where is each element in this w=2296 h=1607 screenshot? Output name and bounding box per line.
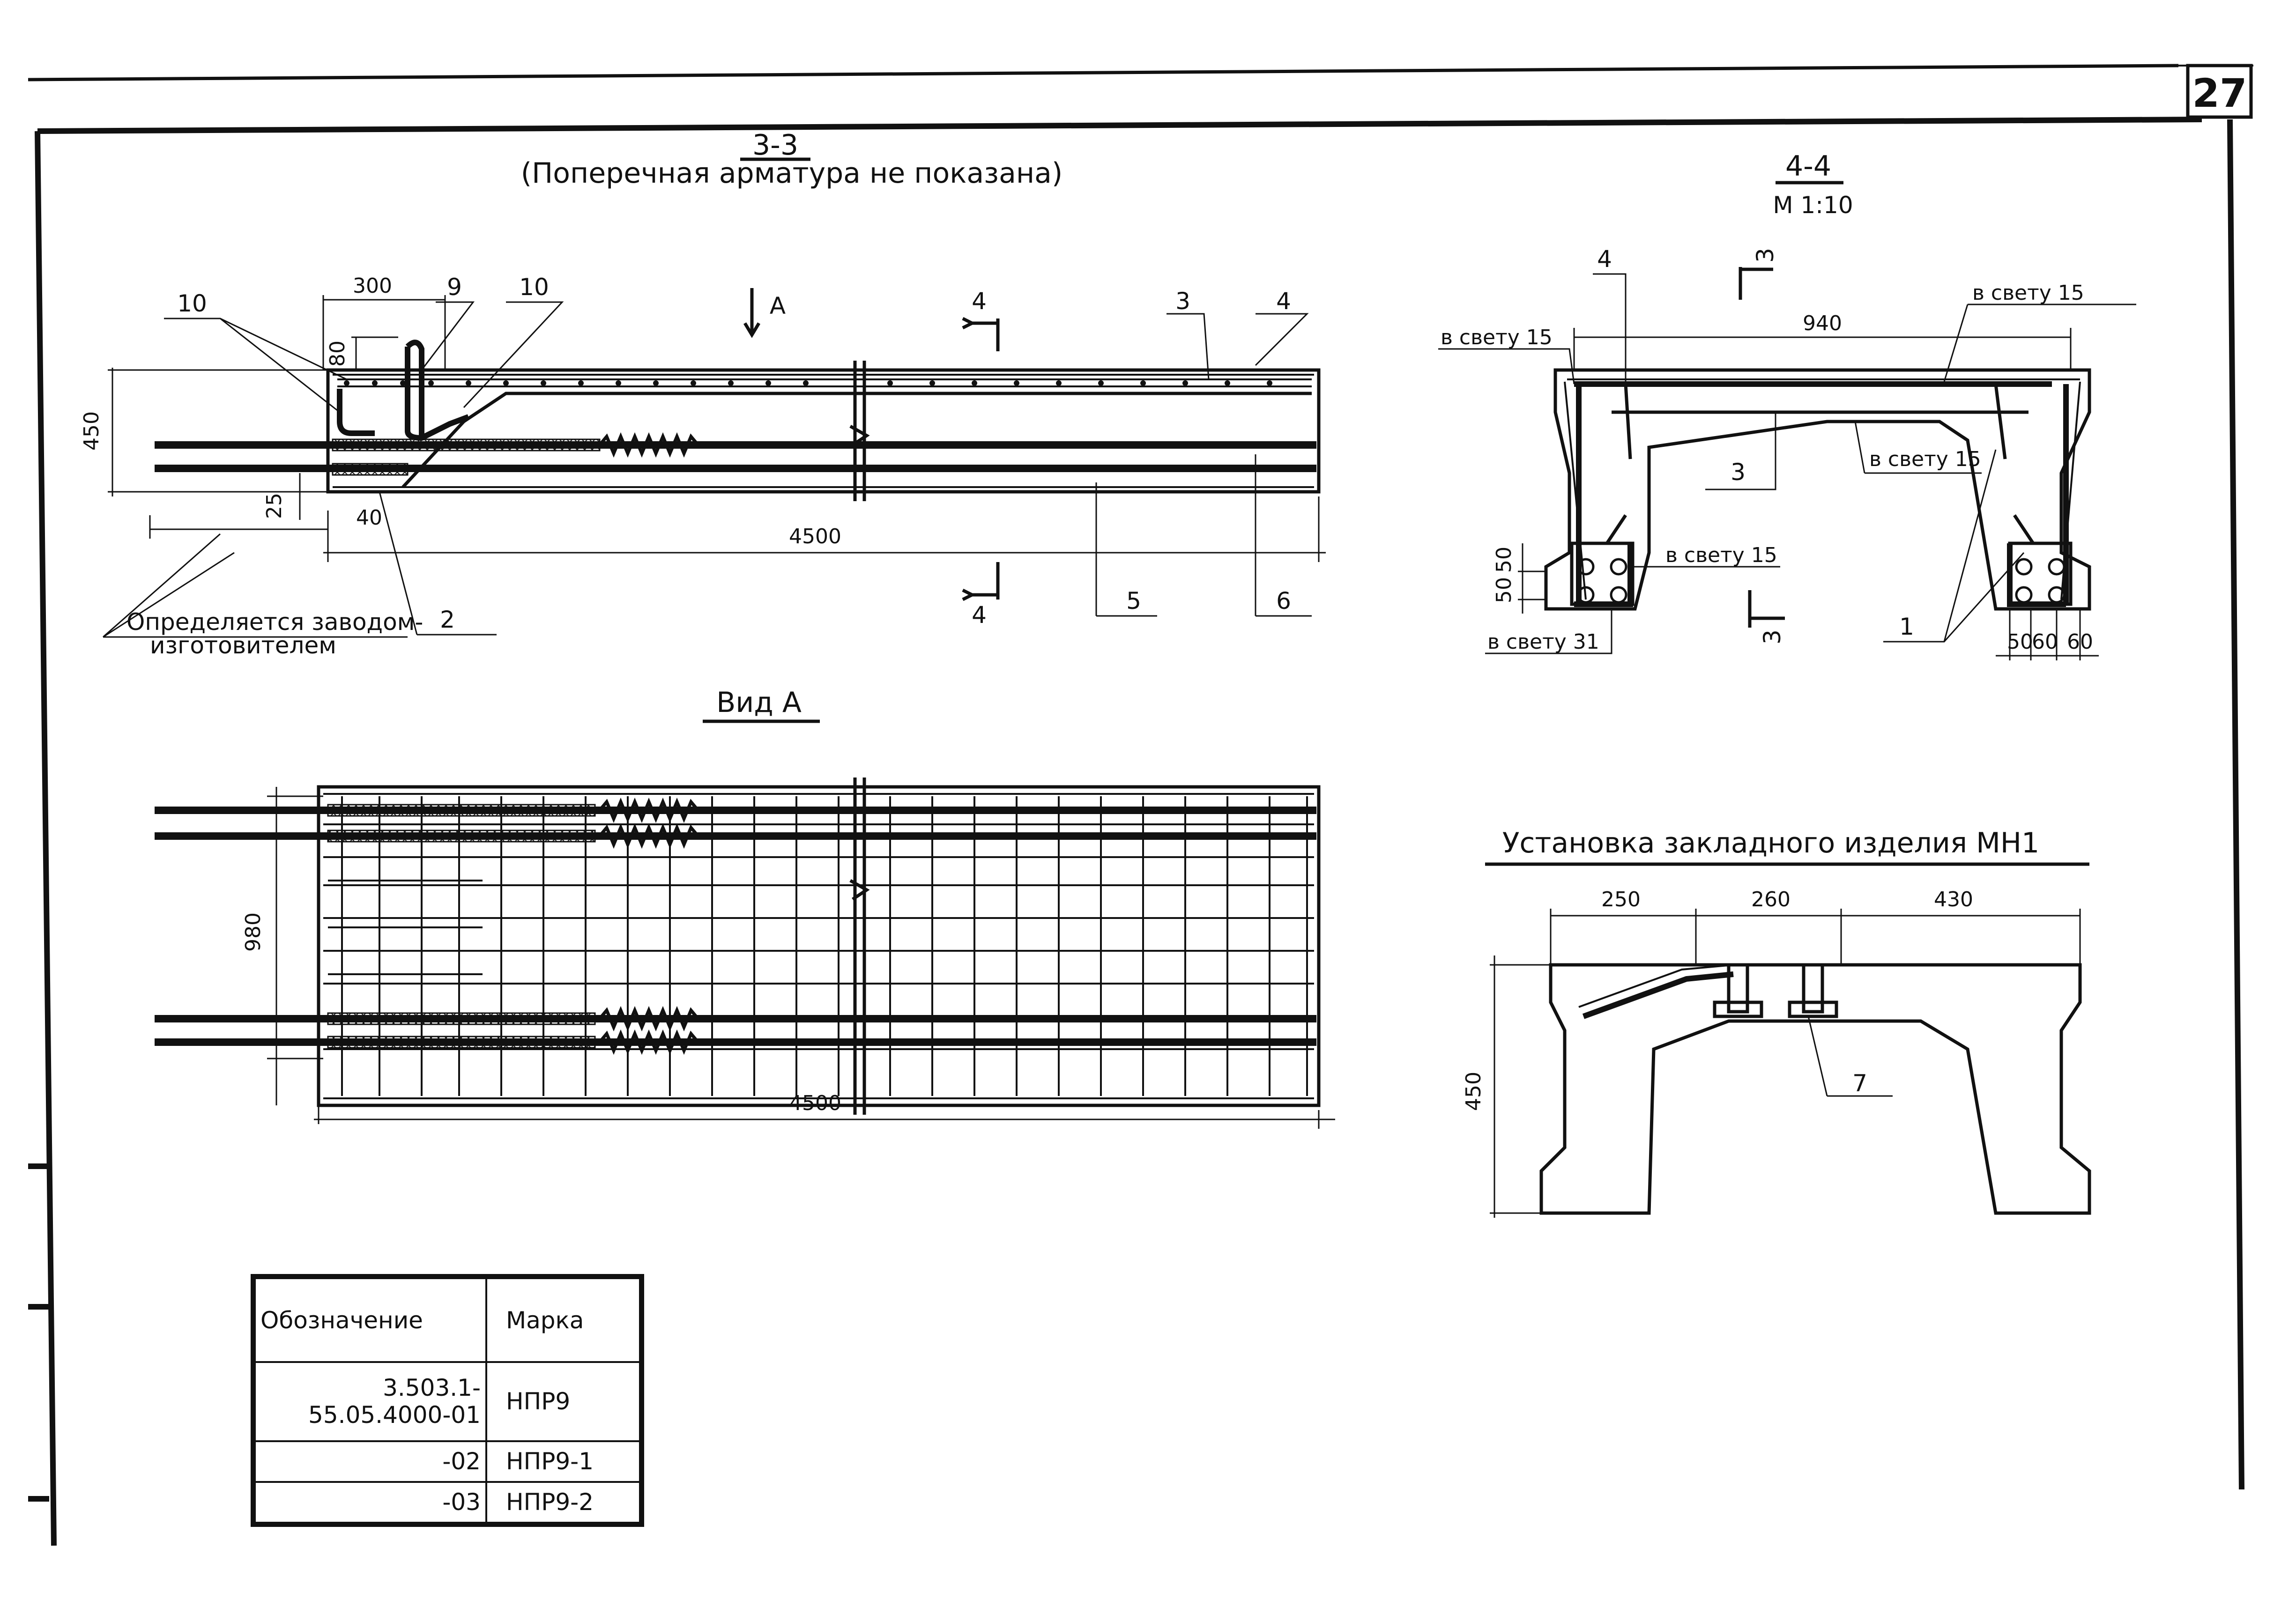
section-3-3-note: (Поперечная арматура не показана) [521, 157, 1063, 190]
section-3-3: 3-3 (Поперечная арматура не показана) [80, 129, 1326, 659]
row-mark: НПР9-1 [485, 1440, 641, 1483]
dim-50-b: 50 [1492, 577, 1516, 603]
dim-430: 430 [1934, 888, 1973, 911]
factory-note-line-1: Определяется заводом- [126, 608, 423, 636]
embed-mn1-outline [1539, 963, 2091, 1215]
callout-3: 3 [1175, 288, 1190, 315]
section-mark-4-top: 4 [972, 288, 987, 315]
view-a: Вид А 980 4500 [155, 686, 1335, 1129]
row-designation: 3.503.1-55.05.4000-01 [254, 1361, 487, 1442]
callout-7: 7 [1852, 1070, 1867, 1097]
embed-mn1: Установка закладного изделия МН1 250 260… [1462, 827, 2091, 1218]
spec-table-grid: Обозначение Марка 3.503.1-55.05.4000-01 … [254, 1277, 641, 1524]
row-designation: -02 [254, 1440, 487, 1483]
dim-60-a: 60 [2032, 630, 2058, 654]
callout-4-top: 4 [1276, 288, 1291, 315]
section-4-4-outline [1544, 368, 2091, 611]
table-header-row: Обозначение Марка [254, 1277, 641, 1363]
callout-5: 5 [1126, 587, 1141, 615]
dim-450-embed: 450 [1462, 1072, 1486, 1111]
section-4-4-scale: М 1:10 [1773, 192, 1853, 219]
section-4-4: 4-4 М 1:10 3 3 940 в свету 15 в свету 15 [1438, 150, 2136, 660]
sheet-number-box [2186, 64, 2253, 119]
view-mark-a: A [770, 292, 786, 319]
dim-80: 80 [326, 341, 349, 367]
callout-10-left: 10 [177, 290, 207, 317]
clear-15-top-left: в свету 15 [1441, 326, 1553, 349]
dim-4500-section: 4500 [789, 525, 841, 548]
callout-2: 2 [440, 606, 455, 633]
embed-mn1-title: Установка закладного изделия МН1 [1502, 827, 2039, 859]
dim-450: 450 [80, 411, 104, 451]
dim-40: 40 [356, 506, 382, 530]
factory-note-line-2: изготовителем [150, 632, 336, 659]
row-designation: -03 [254, 1481, 487, 1524]
clear-15-middle: в свету 15 [1869, 447, 1981, 471]
dim-980: 980 [241, 912, 265, 952]
section-3-3-title: 3-3 [752, 129, 798, 162]
clear-15-lower: в свету 15 [1665, 543, 1777, 567]
dim-940: 940 [1803, 311, 1842, 335]
table-row: 3.503.1-55.05.4000-01 НПР9 [254, 1361, 641, 1442]
section-mark-4-bottom: 4 [972, 601, 987, 629]
view-a-outline [317, 785, 1321, 1107]
dim-60-b: 60 [2067, 630, 2093, 654]
clear-15-top-right: в свету 15 [1972, 281, 2084, 305]
header-designation: Обозначение [254, 1277, 487, 1363]
dim-300: 300 [353, 274, 392, 298]
callout-3-section: 3 [1731, 459, 1746, 486]
clear-31: в свету 31 [1487, 630, 1599, 654]
callout-6: 6 [1276, 587, 1291, 615]
dim-250: 250 [1601, 888, 1641, 911]
section-mark-3-top: 3 [1752, 248, 1779, 263]
callout-4-section: 4 [1597, 245, 1612, 273]
section-mark-3-bottom: 3 [1759, 629, 1786, 644]
dim-50-c: 50 [2007, 630, 2033, 654]
spec-table: Обозначение Марка 3.503.1-55.05.4000-01 … [251, 1274, 644, 1527]
top-rebar-dots [344, 380, 1272, 386]
beam-outline [326, 368, 1321, 494]
dim-260: 260 [1751, 888, 1791, 911]
row-mark: НПР9-2 [485, 1481, 641, 1524]
view-a-mesh [323, 796, 1314, 1096]
dim-25: 25 [262, 493, 286, 519]
header-mark: Марка [485, 1277, 641, 1363]
callout-1-section: 1 [1899, 613, 1914, 640]
sheet-frame: 27 [28, 64, 2253, 1546]
dim-50-a: 50 [1492, 547, 1516, 573]
dim-4500-view: 4500 [789, 1091, 841, 1115]
table-row: -02 НПР9-1 [254, 1440, 641, 1483]
view-a-title: Вид А [716, 686, 802, 719]
section-4-4-title: 4-4 [1785, 150, 1831, 183]
callout-10-right: 10 [519, 274, 549, 301]
row-mark: НПР9 [485, 1361, 641, 1442]
callout-9: 9 [447, 274, 462, 301]
sheet-number: 27 [2192, 70, 2247, 116]
table-row: -03 НПР9-2 [254, 1481, 641, 1524]
